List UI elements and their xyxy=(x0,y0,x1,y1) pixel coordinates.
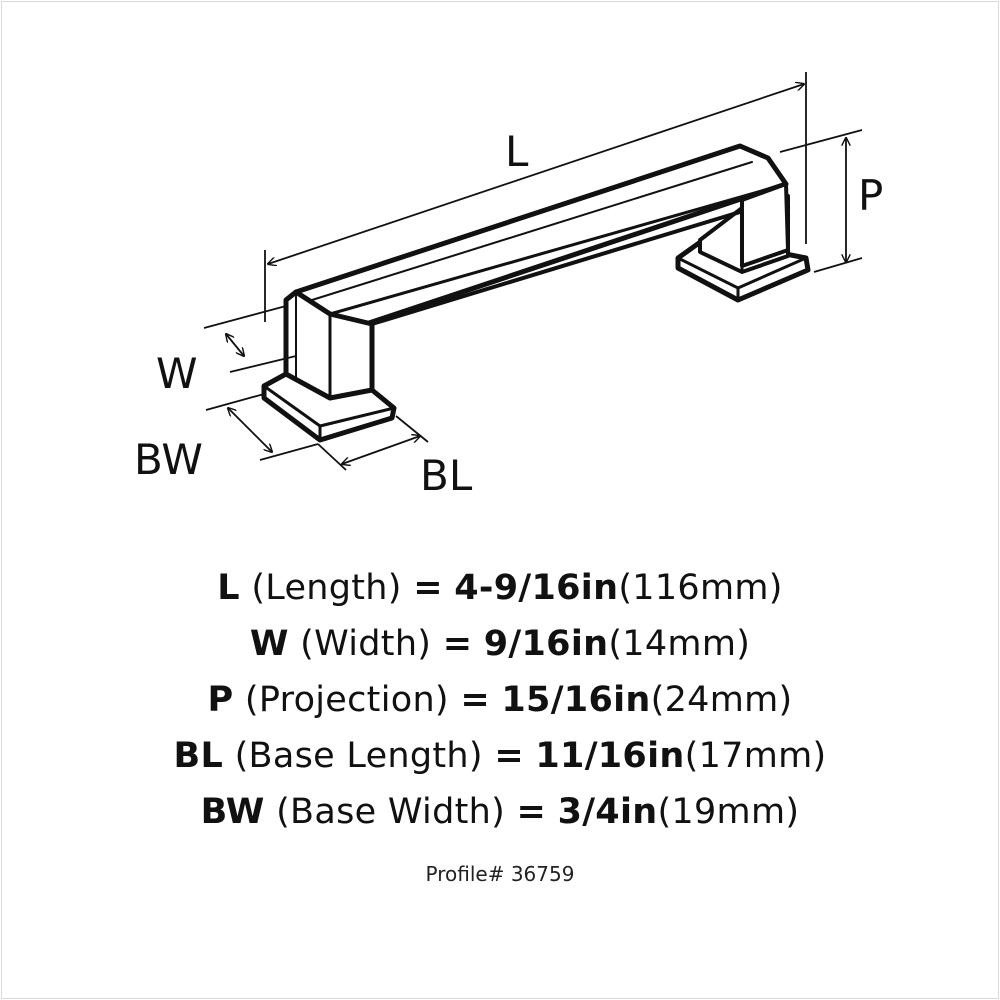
spec-key: L xyxy=(217,568,240,608)
spec-key: P xyxy=(207,680,234,720)
width-extension-top xyxy=(203,305,287,329)
base-width-label: BW xyxy=(134,435,203,484)
length-label: L xyxy=(505,127,529,176)
spec-equals: = xyxy=(494,736,524,776)
spec-name: (Projection) xyxy=(244,680,449,720)
spec-key: W xyxy=(249,624,289,664)
spec-base-width: BW (Base Width) = 3/4in(19mm) xyxy=(0,784,1000,840)
spec-length: L (Length) = 4-9/16in(116mm) xyxy=(0,560,1000,616)
spec-name: (Base Length) xyxy=(234,736,483,776)
base-width-dimension-arrow xyxy=(228,408,272,452)
dimension-lines xyxy=(203,72,863,471)
base-width-extension-top xyxy=(205,393,265,411)
projection-label: P xyxy=(858,171,883,220)
spec-imperial: 15/16in xyxy=(501,680,651,720)
spec-name: (Width) xyxy=(300,624,432,664)
base-length-extension-right xyxy=(395,415,429,443)
base-length-dimension-arrow xyxy=(342,436,420,464)
spec-width: W (Width) = 9/16in(14mm) xyxy=(0,616,1000,672)
dimension-specifications: L (Length) = 4-9/16in(116mm) W (Width) =… xyxy=(0,560,1000,840)
projection-extension-bottom xyxy=(813,257,863,273)
width-dimension-arrow xyxy=(226,334,244,356)
handle-outline xyxy=(261,143,811,443)
base-length-label: BL xyxy=(420,451,473,500)
base-length-extension-left xyxy=(317,443,347,471)
spec-metric: (14mm) xyxy=(608,624,751,664)
spec-base-length: BL (Base Length) = 11/16in(17mm) xyxy=(0,728,1000,784)
spec-imperial: 11/16in xyxy=(535,736,685,776)
spec-equals: = xyxy=(460,680,490,720)
spec-key: BL xyxy=(173,736,224,776)
spec-key: BW xyxy=(200,792,265,832)
profile-number: Profile# 36759 xyxy=(425,862,575,886)
spec-imperial: 3/4in xyxy=(557,792,658,832)
spec-metric: (17mm) xyxy=(684,736,827,776)
spec-equals: = xyxy=(442,624,473,664)
spec-metric: (24mm) xyxy=(650,680,793,720)
cabinet-pull-drawing: L P W BW BL xyxy=(134,72,883,500)
projection-extension-top xyxy=(779,129,863,153)
right-leg xyxy=(740,182,790,268)
base-width-extension-bottom xyxy=(259,443,319,461)
spec-equals: = xyxy=(413,568,443,608)
spec-imperial: 9/16in xyxy=(483,624,609,664)
width-extension-bottom xyxy=(229,355,297,373)
spec-metric: (116mm) xyxy=(618,568,783,608)
spec-imperial: 4-9/16in xyxy=(454,568,619,608)
spec-metric: (19mm) xyxy=(657,792,800,832)
spec-name: (Base Width) xyxy=(276,792,506,832)
width-label: W xyxy=(156,349,198,398)
spec-equals: = xyxy=(516,792,547,832)
length-dimension-arrow xyxy=(268,84,804,264)
spec-projection: P (Projection) = 15/16in(24mm) xyxy=(0,672,1000,728)
spec-name: (Length) xyxy=(251,568,402,608)
